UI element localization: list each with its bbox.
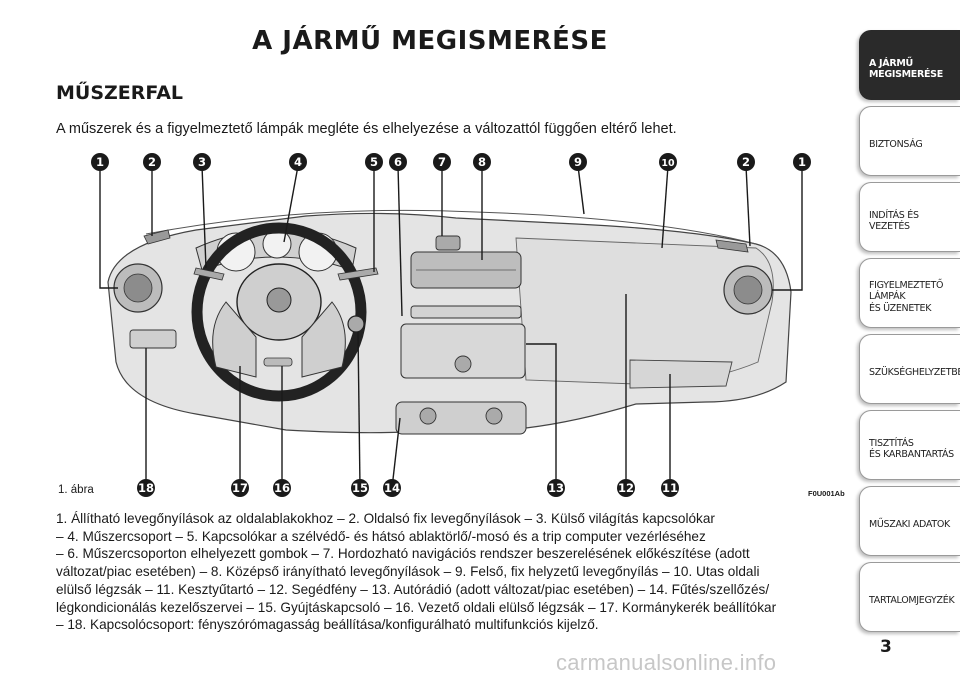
right-stalk <box>337 267 379 281</box>
caption-line: 1. Állítható levegőnyílások az oldalabla… <box>56 511 715 526</box>
callout: 10 <box>661 158 675 169</box>
tab-inditas-es-vezetes[interactable]: INDÍTÁS ÉS VEZETÉS <box>859 182 960 252</box>
callout: 2 <box>148 155 156 169</box>
right-fixed-vent <box>715 239 749 253</box>
callout: 7 <box>438 155 446 169</box>
glovebox <box>629 359 733 389</box>
tab-biztonsag[interactable]: BIZTONSÁG <box>859 106 960 176</box>
figure-caption: 1. Állítható levegőnyílások az oldalabla… <box>56 510 856 634</box>
airbag-cover <box>263 357 293 367</box>
leader-lines <box>99 165 803 489</box>
dashboard-illustration: 1 2 3 4 5 6 7 8 9 10 2 1 18 17 16 <box>91 153 811 497</box>
page-title: A JÁRMŰ MEGISMERÉSE <box>252 26 608 56</box>
hazard-strip <box>410 305 522 319</box>
tab-tisztitas-es-karbantartas[interactable]: TISZTÍTÁS ÉS KARBANTARTÁS <box>859 410 960 480</box>
callout: 3 <box>198 155 206 169</box>
left-fixed-vent <box>143 229 171 245</box>
callout: 2 <box>742 155 750 169</box>
tab-figyelmezteto-lampak[interactable]: FIGYELMEZTETŐ LÁMPÁK ÉS ÜZENETEK <box>859 258 960 328</box>
caption-line: elülső légzsák – 11. Kesztyűtartó – 12. … <box>56 581 770 597</box>
callout: 15 <box>352 481 368 495</box>
callout: 9 <box>574 155 582 169</box>
nav-mount <box>435 235 461 251</box>
caption-line: – 6. Műszercsoporton elhelyezett gombok … <box>56 546 750 562</box>
callouts-top <box>91 153 811 171</box>
callout-labels-bottom: 18 17 16 15 14 13 12 11 <box>138 481 678 495</box>
callout: 5 <box>370 155 378 169</box>
watermark: carmanualsonline.info <box>556 650 777 675</box>
caption-line: – 18. Kapcsolócsoport: fényszórómagasság… <box>56 617 599 633</box>
callout-labels-top: 1 2 3 4 5 6 7 8 9 10 2 1 <box>96 155 806 169</box>
callout: 17 <box>232 481 248 495</box>
tab-tartalomjegyzek[interactable]: TARTALOMJEGYZÉK <box>859 562 960 632</box>
intro-text: A műszerek és a figyelmeztető lámpák meg… <box>56 121 677 137</box>
callout: 11 <box>662 481 678 495</box>
page-number: 3 <box>880 637 892 657</box>
section-title: MŰSZERFAL <box>56 82 184 104</box>
callout: 6 <box>394 155 402 169</box>
figure-label: 1. ábra <box>58 484 94 496</box>
callout: 8 <box>478 155 486 169</box>
tab-muszaki-adatok[interactable]: MŰSZAKI ADATOK <box>859 486 960 556</box>
callout: 4 <box>294 155 302 169</box>
climate-panel <box>395 401 527 435</box>
tab-szukseghelyzetben[interactable]: SZÜKSÉGHELYZETBEN <box>859 334 960 404</box>
dashboard-top <box>145 209 757 245</box>
callout: 1 <box>798 155 806 169</box>
figure-code: F0U001Ab <box>808 489 845 498</box>
callout: 12 <box>618 481 634 495</box>
caption-line: – 4. Műszercsoport – 5. Kapcsolókar a sz… <box>56 528 706 544</box>
tab-jarmu-megismerese[interactable]: A JÁRMŰ MEGISMERÉSE <box>859 30 960 100</box>
steering-wheel <box>191 222 367 402</box>
ignition <box>347 315 365 333</box>
callout: 1 <box>96 155 104 169</box>
callouts-bottom <box>137 479 679 497</box>
left-stalk <box>193 267 225 281</box>
callout: 13 <box>548 481 564 495</box>
callout: 14 <box>384 481 400 495</box>
left-switch-panel <box>129 329 177 349</box>
callout: 18 <box>138 481 154 495</box>
logo-badge <box>266 287 292 313</box>
caption-line: változat/piac esetében) – 8. Középső irá… <box>56 564 760 580</box>
caption-line: légkondicionálás kezelőszervei – 15. Gyú… <box>56 599 777 615</box>
radio <box>400 323 526 379</box>
dashboard-figure: 1 2 3 4 5 6 7 8 9 10 2 1 18 17 16 <box>56 152 850 500</box>
callout: 16 <box>274 481 290 495</box>
